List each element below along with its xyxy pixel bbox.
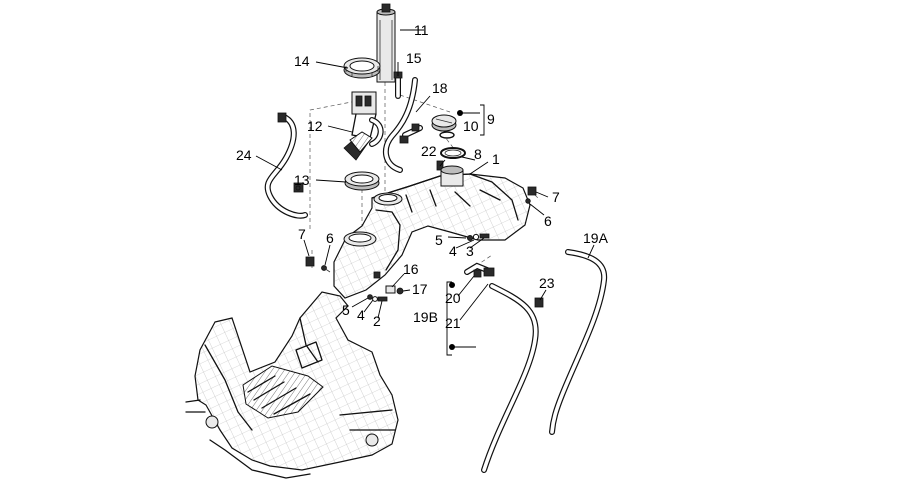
callout-15: 15 bbox=[406, 50, 422, 66]
scooter-frame bbox=[185, 291, 399, 479]
callout-10: 10 bbox=[463, 118, 479, 134]
callout-17: 17 bbox=[412, 281, 428, 297]
part-6-screw-left bbox=[321, 265, 331, 273]
callout-1: 1 bbox=[492, 151, 500, 167]
part-6-screw-right bbox=[525, 198, 531, 204]
part-4-washer-lower bbox=[372, 296, 378, 302]
part-16-spacer bbox=[385, 285, 396, 294]
callout-23: 23 bbox=[539, 275, 555, 291]
callout-7-left: 7 bbox=[298, 226, 306, 242]
part-18-hose bbox=[382, 77, 423, 173]
part-24-hose bbox=[264, 112, 308, 219]
callout-21: 21 bbox=[445, 315, 461, 331]
part-5-bolt-upper bbox=[466, 234, 473, 241]
part-9-fuel-cap bbox=[431, 114, 457, 132]
callout-7-right: 7 bbox=[552, 189, 560, 205]
part-10-cap-seal bbox=[439, 131, 455, 139]
callout-3: 3 bbox=[466, 243, 474, 259]
part-1-fuel-tank bbox=[333, 165, 531, 299]
callout-13: 13 bbox=[294, 172, 310, 188]
callout-9: 9 bbox=[487, 111, 495, 127]
part-14-lock-ring bbox=[343, 57, 381, 79]
part-5-bolt-lower bbox=[367, 294, 373, 300]
callout-18: 18 bbox=[432, 80, 448, 96]
part-20-hose-fitting bbox=[464, 262, 495, 278]
callout-16: 16 bbox=[403, 261, 419, 277]
callout-4-upper: 4 bbox=[449, 243, 457, 259]
callout-22: 22 bbox=[421, 143, 437, 159]
part-19A-drain-hose bbox=[549, 249, 608, 435]
part-7-clip-right bbox=[527, 186, 537, 196]
part-8-seal-ring bbox=[440, 147, 466, 159]
callout-5-lower: 5 bbox=[342, 302, 350, 318]
callout-20: 20 bbox=[445, 290, 461, 306]
callout-6-left: 6 bbox=[326, 230, 334, 246]
callout-6-right: 6 bbox=[544, 213, 552, 229]
callout-2: 2 bbox=[373, 313, 381, 329]
part-4-washer-upper bbox=[472, 233, 480, 241]
leader-lines bbox=[255, 29, 595, 348]
part-3-screw-upper bbox=[479, 233, 490, 239]
callout-8: 8 bbox=[474, 146, 482, 162]
group-bracket-9 bbox=[457, 104, 485, 136]
callout-14: 14 bbox=[294, 53, 310, 69]
part-23-clip bbox=[534, 297, 544, 308]
part-7-clip-left bbox=[305, 256, 315, 267]
callout-11: 11 bbox=[414, 22, 429, 38]
part-13-gasket bbox=[344, 171, 380, 191]
callout-labels: 11 14 15 18 9 10 12 22 8 24 1 13 7 6 7 6… bbox=[236, 22, 609, 331]
part-2-screw-lower bbox=[377, 296, 388, 302]
callout-24: 24 bbox=[236, 147, 252, 163]
part-12-fuel-pump bbox=[343, 91, 384, 161]
callout-4-lower: 4 bbox=[357, 307, 365, 323]
part-17-nut bbox=[396, 287, 404, 295]
callout-19B: 19B bbox=[413, 309, 438, 325]
callout-12: 12 bbox=[307, 118, 323, 134]
callout-5-upper: 5 bbox=[435, 232, 443, 248]
callout-19A: 19A bbox=[583, 230, 609, 246]
part-21-breather-hose bbox=[481, 283, 539, 473]
